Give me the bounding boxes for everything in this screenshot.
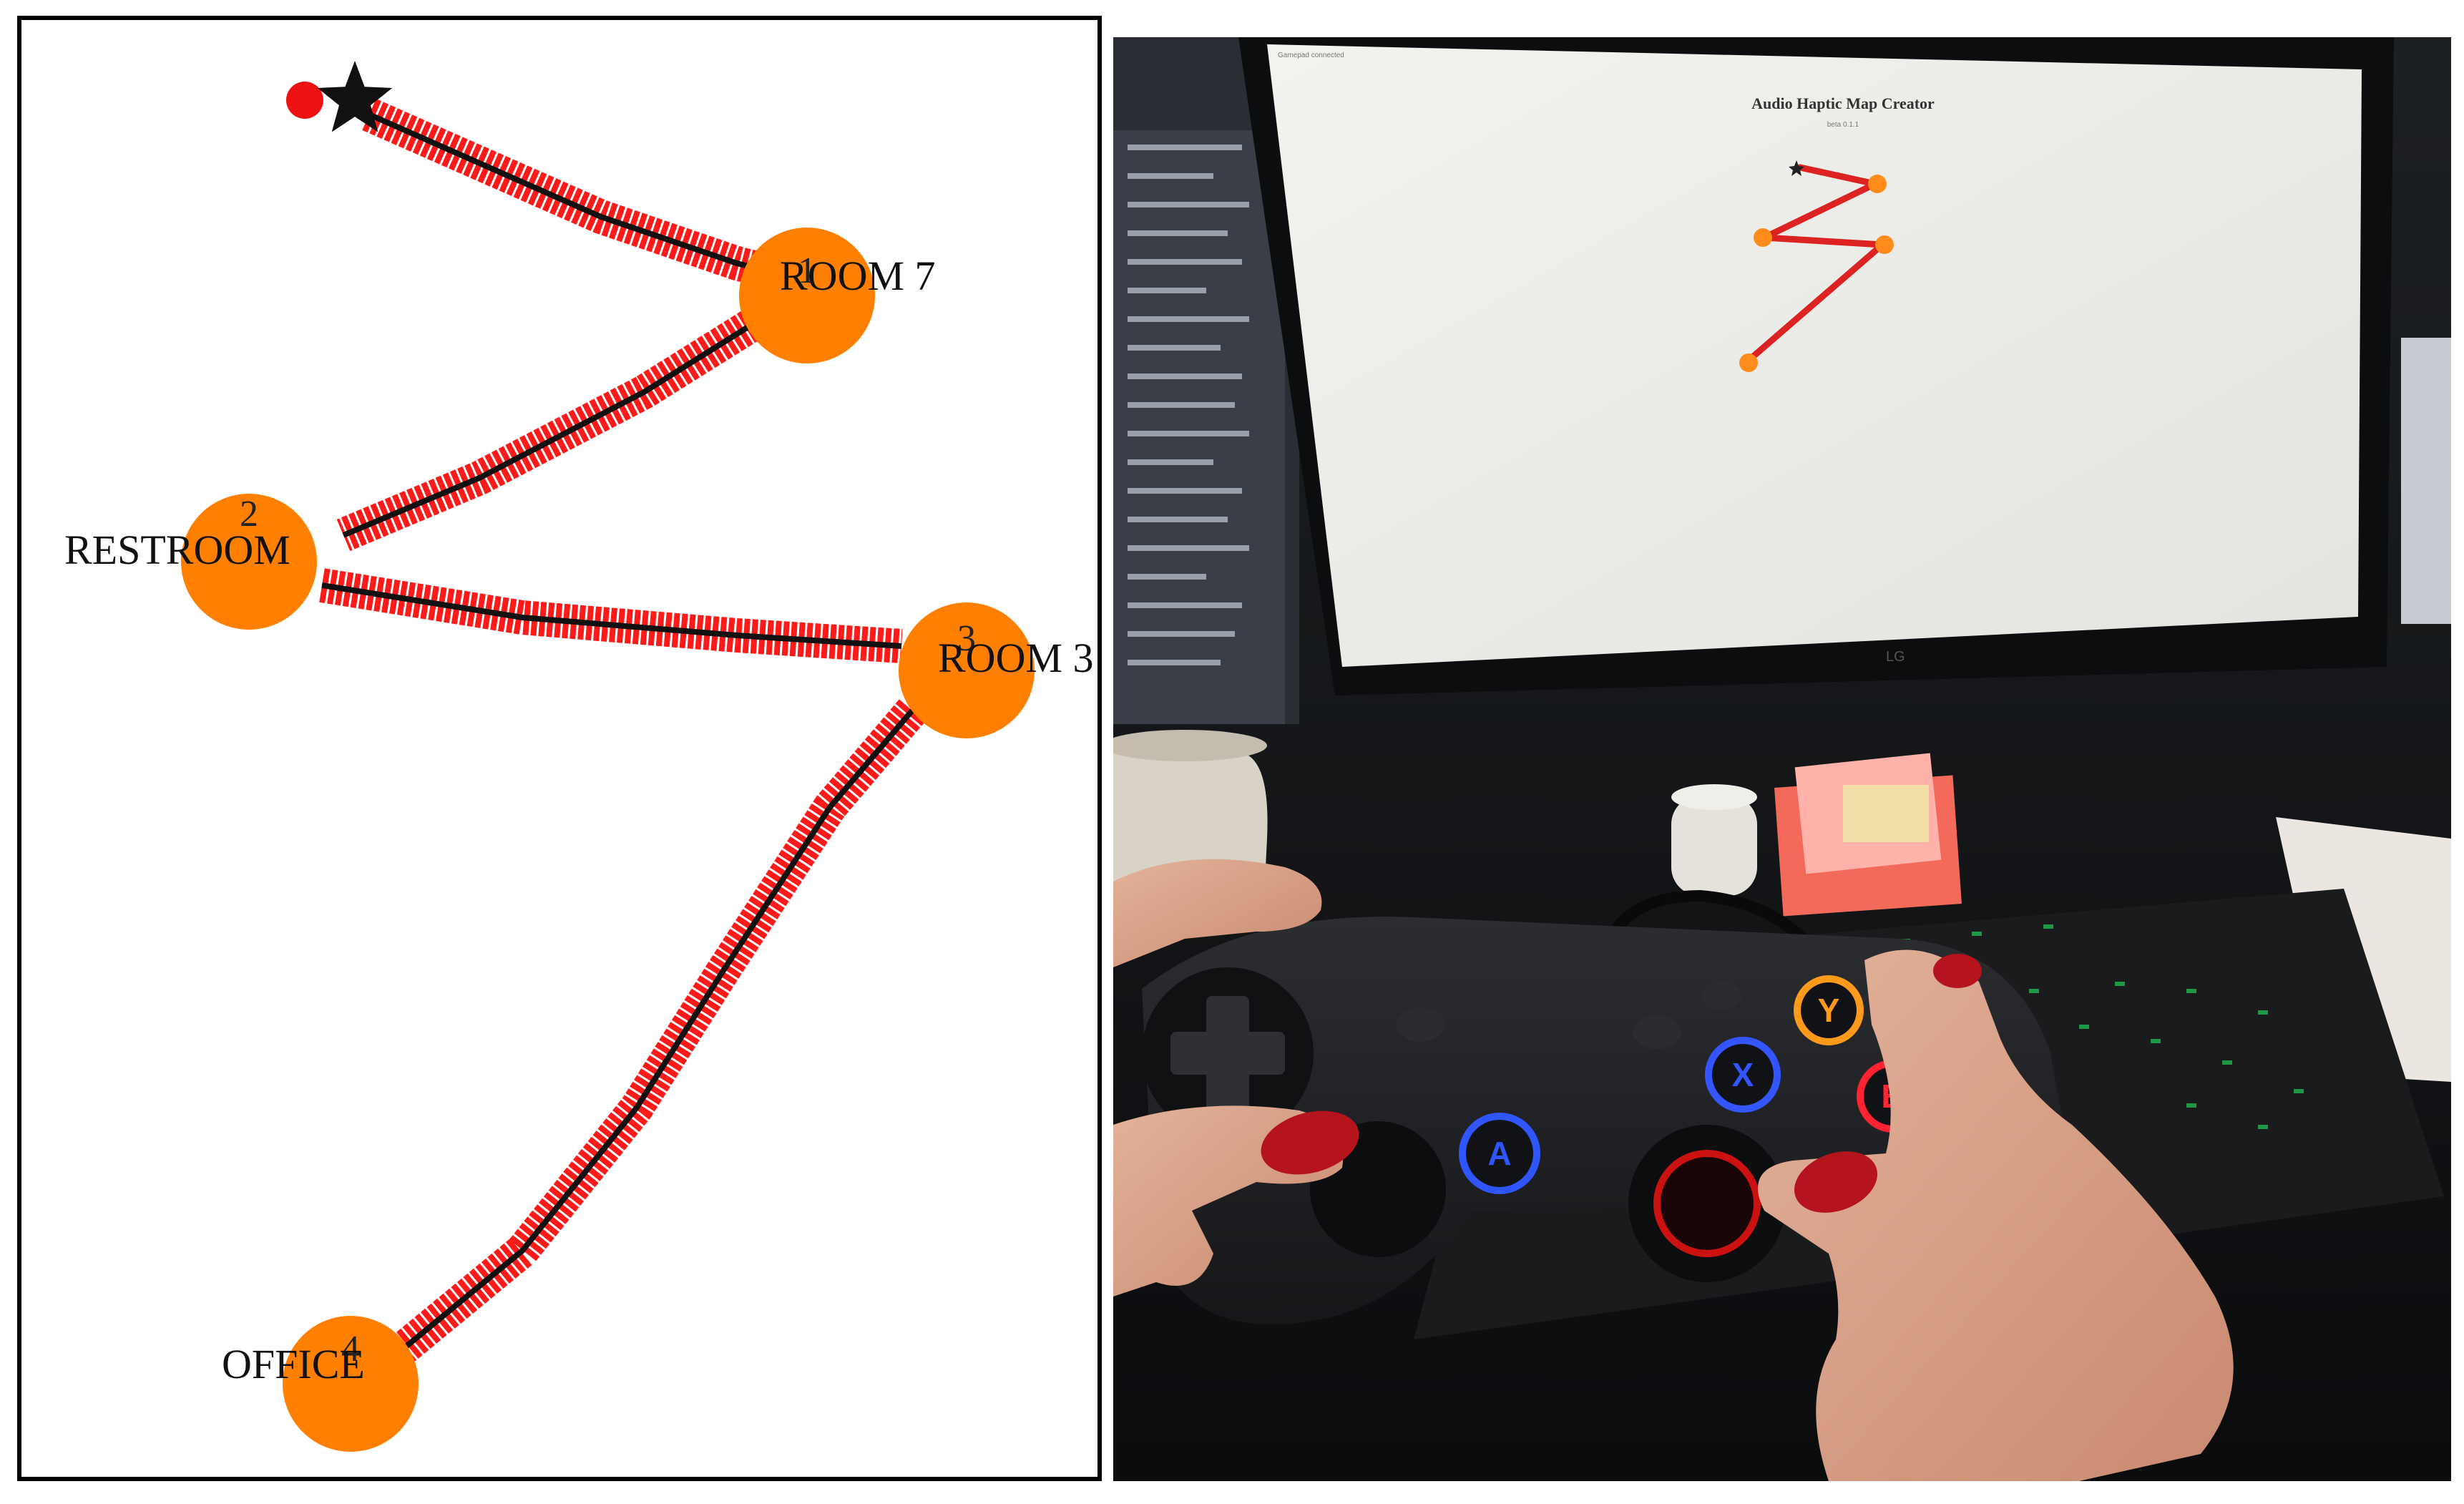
face-button-ring: [1705, 1037, 1781, 1113]
face-button-ring: [1459, 1113, 1540, 1194]
route-node-circle: [181, 494, 317, 630]
route-node-label: OFFICE: [222, 1341, 365, 1387]
route-node-circle: [739, 228, 875, 363]
route-node-circle: [899, 602, 1035, 738]
nail-polish: [1933, 954, 1982, 988]
route-edge-highlight: [336, 302, 773, 552]
face-button-letter: X: [1732, 1056, 1754, 1093]
start-button: [1633, 1015, 1681, 1049]
home-button: [1701, 982, 1741, 1010]
screen-app-title: Audio Haptic Map Creator: [1751, 94, 1935, 112]
route-edge-highlight: [389, 699, 926, 1364]
gamepad-photo: LG Gamepad connected Audio Haptic Map Cr…: [1113, 37, 2451, 1481]
route-node-label: ROOM 3: [938, 635, 1094, 681]
route-node-number: 1: [798, 250, 816, 291]
route-node-number: 3: [957, 618, 976, 659]
route-edge-line: [342, 314, 766, 538]
route-node-number: 4: [341, 1329, 360, 1369]
hands: [1113, 859, 2234, 1481]
route-edge-highlight: [362, 99, 811, 298]
route-node-label: ROOM 7: [780, 253, 936, 299]
face-button-letter: Y: [1818, 992, 1840, 1029]
screen-app-version: beta 0.1.1: [1827, 121, 1859, 129]
face-button: A: [1459, 1113, 1540, 1194]
dpad-icon: [1142, 967, 1314, 1139]
route-edge-line: [321, 582, 902, 649]
start-dot: [286, 82, 323, 119]
route-edge-line: [399, 708, 915, 1354]
monitor-brand-logo: LG: [1886, 649, 1905, 665]
route-node-number: 2: [240, 494, 258, 534]
nail-polish: [1261, 1110, 1359, 1175]
face-button: Y: [1794, 975, 1864, 1045]
screen-header-text: Gamepad connected: [1278, 52, 1344, 59]
monitor-screen: [1267, 44, 2362, 667]
face-button-ring: [1794, 975, 1864, 1045]
nail-polish: [1794, 1151, 1878, 1213]
right-monitor: [2401, 338, 2451, 624]
main-monitor: LG Gamepad connected Audio Haptic Map Cr…: [1238, 37, 2394, 695]
face-button: X: [1705, 1037, 1781, 1113]
user-position-star-icon: [317, 61, 393, 132]
route-edge-highlight: [319, 568, 903, 663]
select-button: [1397, 1007, 1445, 1042]
screen-mini-map: [1739, 160, 1894, 372]
route-node-circle: [283, 1316, 419, 1452]
face-button-letter: A: [1487, 1135, 1511, 1172]
route-node-label: RESTROOM: [64, 527, 290, 573]
route-start-markers: [286, 61, 393, 132]
gamepad-photo-panel: LG Gamepad connected Audio Haptic Map Cr…: [1113, 37, 2451, 1481]
